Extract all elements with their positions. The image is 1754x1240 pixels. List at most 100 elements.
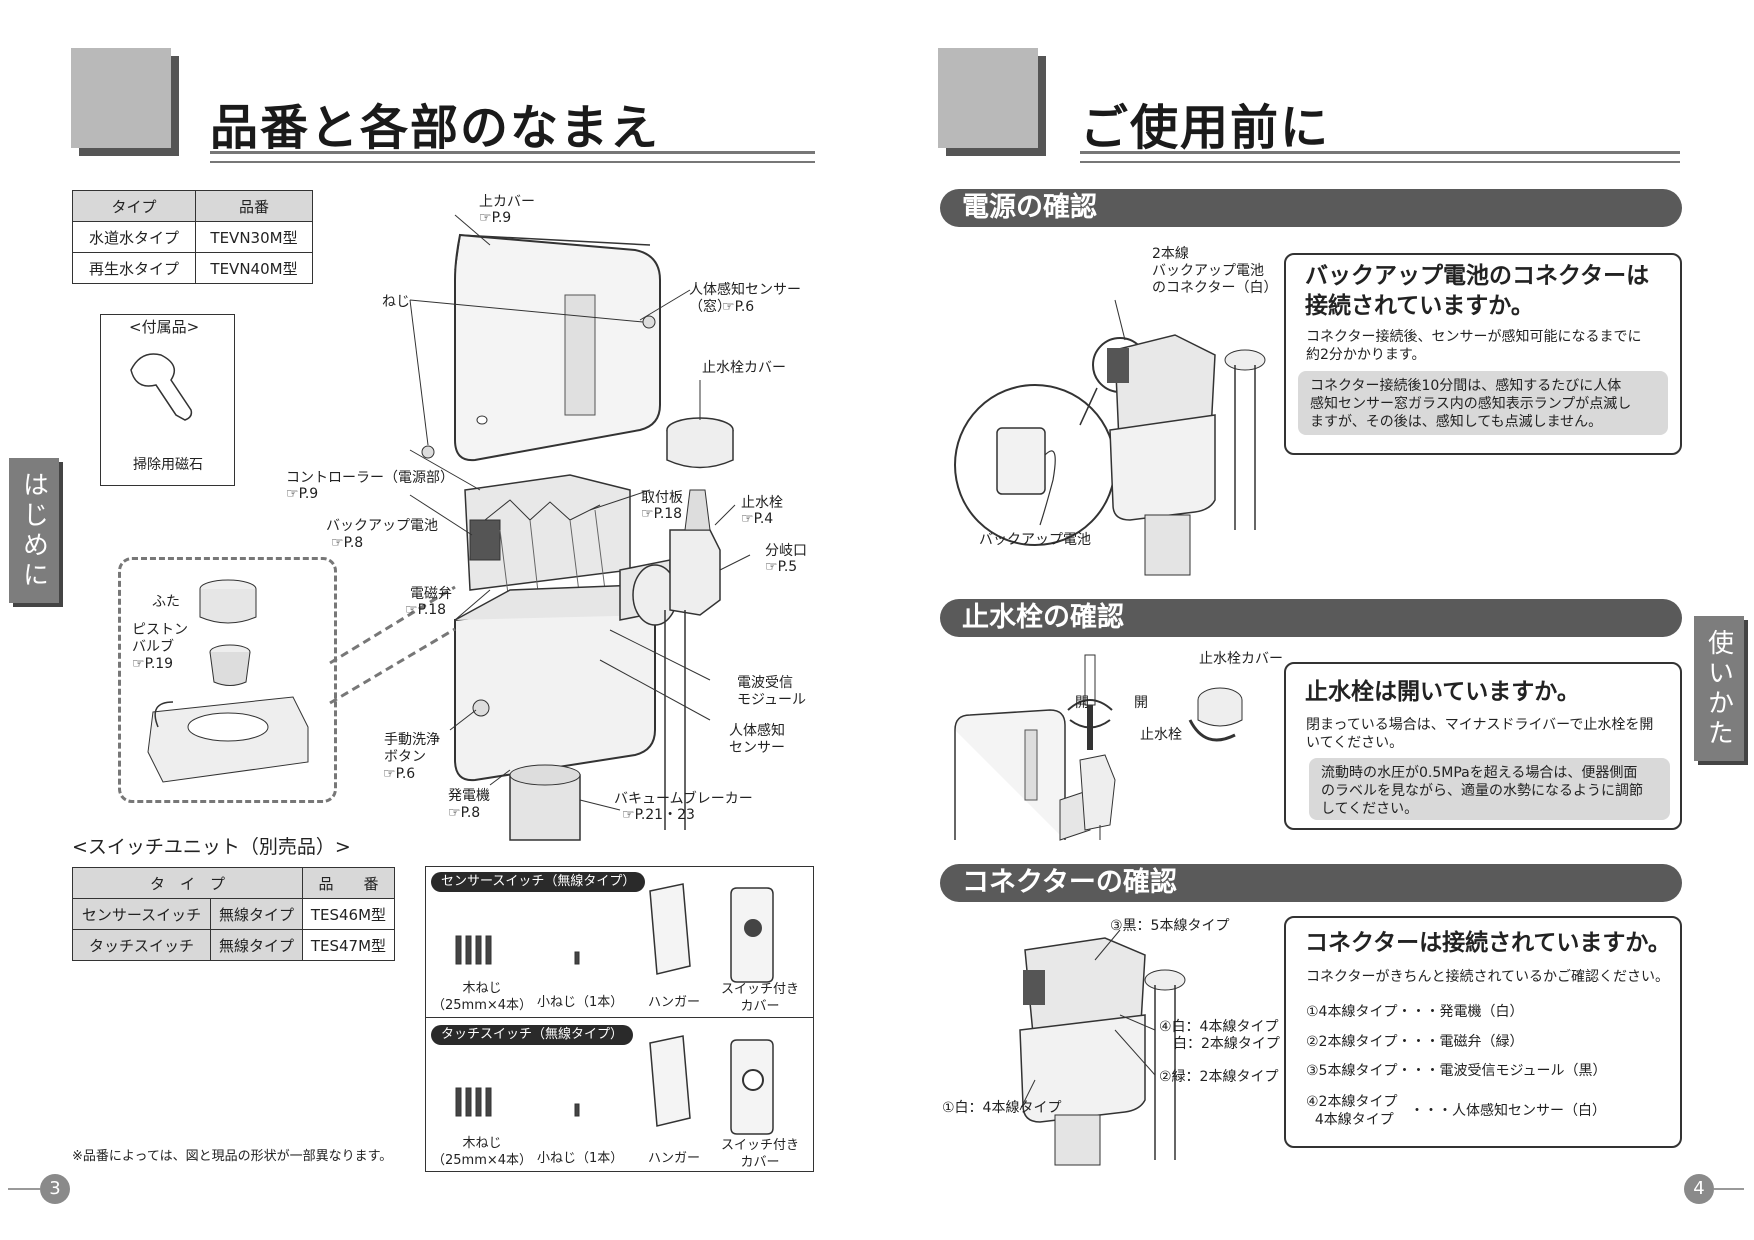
magnet-icon xyxy=(130,353,193,421)
kit-item-label: 木ねじ （25mm×4本） xyxy=(432,981,533,1013)
question-title: 止水栓は開いていますか。 xyxy=(1305,679,1580,705)
question-text: コネクター接続後、センサーが感知可能になるまでに 約2分かかります。 xyxy=(1306,329,1642,363)
piston-valve-inset xyxy=(118,557,337,803)
table-cell: センサースイッチ xyxy=(71,898,212,930)
battery-illustration xyxy=(954,299,1266,576)
list-item: ・・・人体感知センサー（白） xyxy=(1410,1103,1606,1119)
valve-illustration xyxy=(954,654,1243,841)
page-line-left xyxy=(8,1188,40,1190)
ref-text: P.18 xyxy=(417,602,447,618)
label-solenoid: 電磁弁 xyxy=(410,586,452,602)
title-rule-left xyxy=(210,151,815,163)
label-screw: ねじ xyxy=(382,294,410,310)
inset-illustration xyxy=(147,579,309,783)
side-tab-intro[interactable]: はじめに xyxy=(9,458,59,603)
product-illustration xyxy=(409,214,751,841)
table-header: タイプ xyxy=(72,190,196,222)
table-cell: 無線タイプ xyxy=(210,929,303,961)
label-vacuum-breaker: バキュームブレーカー xyxy=(614,791,753,807)
section-header: 止水栓の確認 xyxy=(940,599,1682,637)
label-piston-valve: ピストン バルブ xyxy=(132,622,188,655)
kit-box xyxy=(425,866,814,1172)
table-cell: TEVN40M型 xyxy=(195,252,313,284)
label-generator: 発電機 xyxy=(448,788,490,804)
fig-label-connector-3: ③黒：5本線タイプ xyxy=(1110,918,1230,934)
question-title: バックアップ電池のコネクターは 接続されていますか。 xyxy=(1305,263,1650,319)
table-header: タ イ プ xyxy=(72,867,303,899)
ref-text: P.9 xyxy=(298,486,319,502)
fig-label-valve-cover: 止水栓カバー xyxy=(1199,651,1283,667)
kit-title: センサースイッチ（無線タイプ） xyxy=(431,872,646,892)
ref-mount-plate: ☞P.18 xyxy=(641,506,683,522)
kit-item-label: ハンガー xyxy=(648,1151,701,1166)
ref-controller: ☞P.9 xyxy=(286,486,319,502)
kit-item-label: スイッチ付き カバー xyxy=(721,982,800,1014)
ref-text: P.6 xyxy=(395,766,416,782)
inset-connector-lines xyxy=(329,585,456,705)
kit-divider xyxy=(426,1017,813,1018)
list-item: ②2本線タイプ・・・電磁弁（緑） xyxy=(1306,1034,1524,1050)
ref-text: P.19 xyxy=(144,656,174,672)
fig-label-stop-valve: 止水栓 xyxy=(1140,727,1182,743)
ref-branch: ☞P.5 xyxy=(765,559,798,575)
ref-human-sensor-window: ☞P.6 xyxy=(722,299,755,315)
label-stop-valve: 止水栓 xyxy=(741,495,783,511)
table-cell: 無線タイプ xyxy=(210,898,303,930)
table-cell: TES46M型 xyxy=(301,898,396,930)
ref-text: P.21・23 xyxy=(634,807,695,823)
accessory-title: <付属品> xyxy=(129,318,200,336)
fig-label-open-left: 開 xyxy=(1075,695,1089,711)
label-radio-module: 電波受信 モジュール xyxy=(737,675,807,708)
label-mount-plate: 取付板 xyxy=(641,490,683,506)
ref-text: P.6 xyxy=(734,299,755,315)
fig-label-battery: バックアップ電池 xyxy=(979,532,1091,548)
title-decoration-left xyxy=(71,48,171,148)
section-header: コネクターの確認 xyxy=(940,864,1682,902)
label-human-sensor: 人体感知 センサー xyxy=(729,723,785,756)
table-cell: タッチスイッチ xyxy=(71,929,212,961)
kit-parts-illustration xyxy=(455,883,774,1135)
fig-label-open-right: 開 xyxy=(1134,695,1148,711)
label-manual-button: 手動洗浄 ボタン xyxy=(384,732,440,765)
list-item: ①4本線タイプ・・・発電機（白） xyxy=(1306,1004,1524,1020)
fig-label-connector-1: ①白：4本線タイプ xyxy=(942,1100,1062,1116)
section-header: 電源の確認 xyxy=(940,189,1682,227)
question-text: コネクターがきちんと接続されているかご確認ください。 xyxy=(1306,969,1670,985)
ref-text: P.8 xyxy=(460,805,481,821)
note-box: 流動時の水圧が0.5MPaを超える場合は、便器側面 のラベルを見ながら、適量の水… xyxy=(1309,758,1670,820)
page-title-right: ご使用前に xyxy=(1080,100,1331,156)
list-item: ③5本線タイプ・・・電波受信モジュール（黒） xyxy=(1306,1063,1607,1079)
fig-label-connector-2: ②緑：2本線タイプ xyxy=(1159,1069,1279,1085)
fig-label-connector-4: ④白：4本線タイプ 白：2本線タイプ xyxy=(1159,1019,1280,1052)
list-item: ④2本線タイプ 4本線タイプ xyxy=(1306,1094,1398,1128)
ref-generator: ☞P.8 xyxy=(448,805,481,821)
ref-text: P.8 xyxy=(343,535,364,551)
title-decoration-right xyxy=(938,48,1038,148)
ref-backup-battery: ☞P.8 xyxy=(331,535,364,551)
kit-item-label: 木ねじ （25mm×4本） xyxy=(432,1136,533,1168)
label-human-sensor-window: 人体感知センサー （窓） xyxy=(689,282,801,315)
kit-item-label: 小ねじ（1本） xyxy=(537,1151,624,1166)
ref-text: P.5 xyxy=(777,559,798,575)
note-box: コネクター接続後10分間は、感知するたびに人体 感知センサー窓ガラス内の感知表示… xyxy=(1298,371,1668,435)
ref-text: P.18 xyxy=(653,506,683,522)
table-header: 品 番 xyxy=(301,867,396,899)
ref-solenoid: ☞P.18 xyxy=(405,602,447,618)
kit-title: タッチスイッチ（無線タイプ） xyxy=(431,1025,634,1045)
footnote: ※品番によっては、図と現品の形状が一部異なります。 xyxy=(72,1149,393,1164)
connector-illustration xyxy=(1019,929,1186,1166)
page-line-right xyxy=(1714,1188,1744,1190)
side-tab-usage[interactable]: 使いかた xyxy=(1694,616,1744,761)
ref-text: P.9 xyxy=(491,210,512,226)
label-valve-cover: 止水栓カバー xyxy=(702,360,786,376)
question-title: コネクターは接続されていますか。 xyxy=(1305,930,1671,956)
ref-vacuum-breaker: ☞P.21・23 xyxy=(622,807,695,823)
accessory-caption: 掃除用磁石 xyxy=(133,457,203,473)
ref-manual-button: ☞P.6 xyxy=(383,766,416,782)
ref-text: P.4 xyxy=(753,511,774,527)
fig-label-connector: 2本線 バックアップ電池 のコネクター（白） xyxy=(1152,246,1278,296)
accessory-box: <付属品> 掃除用磁石 xyxy=(100,314,235,486)
ref-piston-valve: ☞P.19 xyxy=(132,656,174,672)
